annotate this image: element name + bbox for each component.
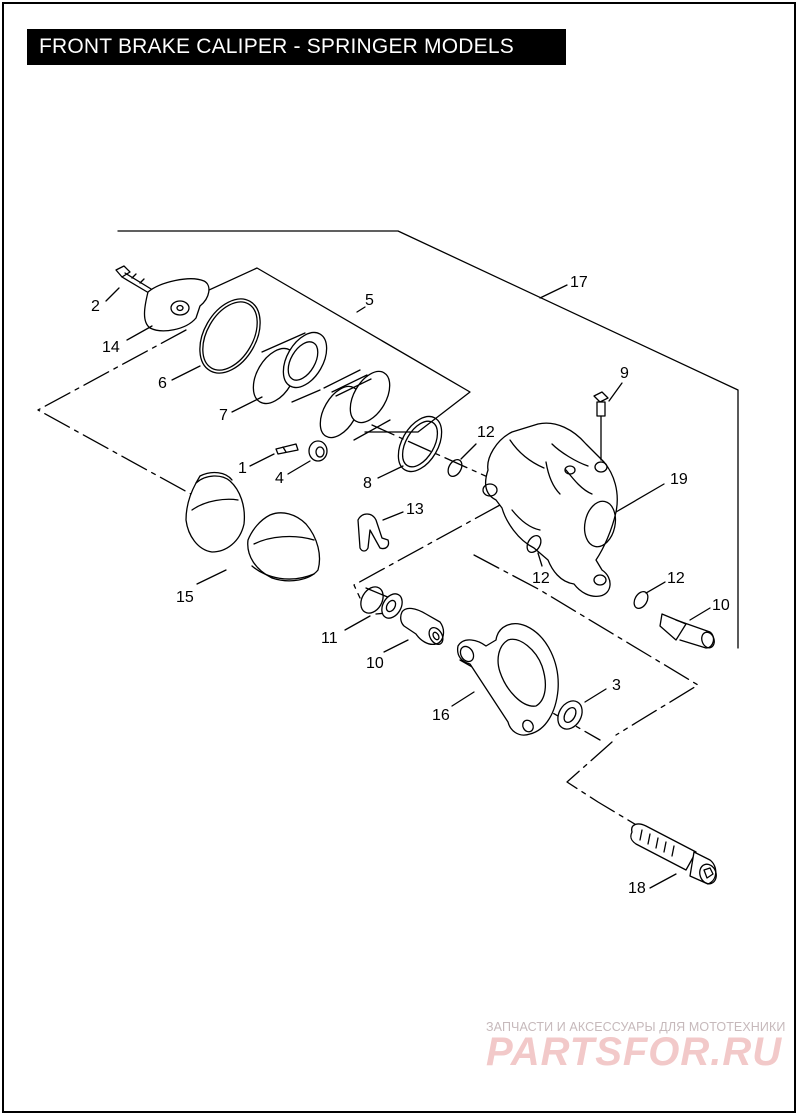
callout-10a: 10 xyxy=(712,597,730,614)
part-12-oring-upper xyxy=(447,458,463,478)
leader-13 xyxy=(382,511,404,521)
watermark-logo: PARTSFOR.RU xyxy=(486,1030,783,1074)
alignment-line-bolt xyxy=(566,741,639,827)
alignment-line-lower xyxy=(353,504,501,599)
part-8-seal xyxy=(397,415,443,473)
leader-4 xyxy=(287,460,311,475)
callout-7: 7 xyxy=(219,407,228,424)
part-15-pad-right xyxy=(247,512,321,582)
callout-4: 4 xyxy=(275,470,284,487)
callout-13: 13 xyxy=(406,501,424,518)
part-14-plate xyxy=(143,278,210,332)
callout-16: 16 xyxy=(432,707,450,724)
leader-17 xyxy=(539,284,568,299)
callout-12a: 12 xyxy=(477,424,495,441)
part-3-washer xyxy=(557,700,583,730)
alignment-line-pin xyxy=(473,554,699,736)
part-10-pin-right xyxy=(659,613,715,649)
callout-2: 2 xyxy=(91,298,100,315)
leader-7 xyxy=(231,396,263,413)
leader-2 xyxy=(105,287,120,302)
alignment-line-pads xyxy=(37,329,199,499)
callout-11: 11 xyxy=(321,630,338,647)
alignment-line-bore xyxy=(371,424,491,479)
callout-6: 6 xyxy=(158,375,167,392)
part-11-boot xyxy=(360,586,403,619)
callout-5: 5 xyxy=(365,292,374,309)
assembly-bracket-17 xyxy=(117,230,739,649)
part-18-bolt xyxy=(630,823,717,885)
part-12-oring-middle xyxy=(526,534,542,554)
leader-6 xyxy=(171,365,201,381)
leader-1 xyxy=(249,453,275,467)
callout-18: 18 xyxy=(628,880,646,897)
callout-15: 15 xyxy=(176,589,194,606)
leader-18 xyxy=(649,873,677,889)
watermark-tagline: ЗАПЧАСТИ И АКСЕССУАРЫ ДЛЯ МОТОТЕХНИКИ xyxy=(486,1020,786,1034)
part-10-pin-left xyxy=(400,607,445,646)
leader-16 xyxy=(451,691,475,707)
callout-14: 14 xyxy=(102,339,120,356)
leader-15 xyxy=(196,569,227,585)
leader-3 xyxy=(584,688,607,703)
part-7-boot xyxy=(252,331,328,405)
part-4-bushing xyxy=(308,440,328,462)
part-9-bleeder xyxy=(593,391,609,461)
callout-8: 8 xyxy=(363,475,372,492)
part-19-caliper-body xyxy=(482,422,618,598)
leader-9 xyxy=(608,382,623,402)
part-16-bracket xyxy=(456,623,559,736)
callout-1: 1 xyxy=(238,460,247,477)
callout-10b: 10 xyxy=(366,655,384,672)
part-5-piston xyxy=(319,369,391,441)
part-2-bolt xyxy=(115,265,157,297)
leader-10-left xyxy=(383,639,409,653)
part-13-clip xyxy=(357,513,390,552)
leader-10-right xyxy=(689,607,711,621)
kit-bracket-5 xyxy=(147,267,471,433)
part-12-oring-right xyxy=(633,590,649,610)
callout-19: 19 xyxy=(670,471,688,488)
leader-19 xyxy=(615,483,665,513)
leader-5 xyxy=(356,306,366,313)
callout-3: 3 xyxy=(612,677,621,694)
leader-11 xyxy=(344,615,371,631)
callout-17: 17 xyxy=(570,274,588,291)
callout-12b: 12 xyxy=(532,570,550,587)
leader-12-right xyxy=(645,581,666,594)
leader-14 xyxy=(126,325,153,341)
part-6-ring xyxy=(199,298,261,374)
callout-9: 9 xyxy=(620,365,629,382)
leader-8 xyxy=(377,465,404,479)
leader-12-upper xyxy=(460,443,477,460)
diagram-title: FRONT BRAKE CALIPER - SPRINGER MODELS xyxy=(27,29,566,65)
part-15-pad-left xyxy=(185,471,246,553)
callout-12c: 12 xyxy=(667,570,685,587)
part-1-pin xyxy=(275,443,299,455)
leader-12-middle xyxy=(537,552,543,567)
